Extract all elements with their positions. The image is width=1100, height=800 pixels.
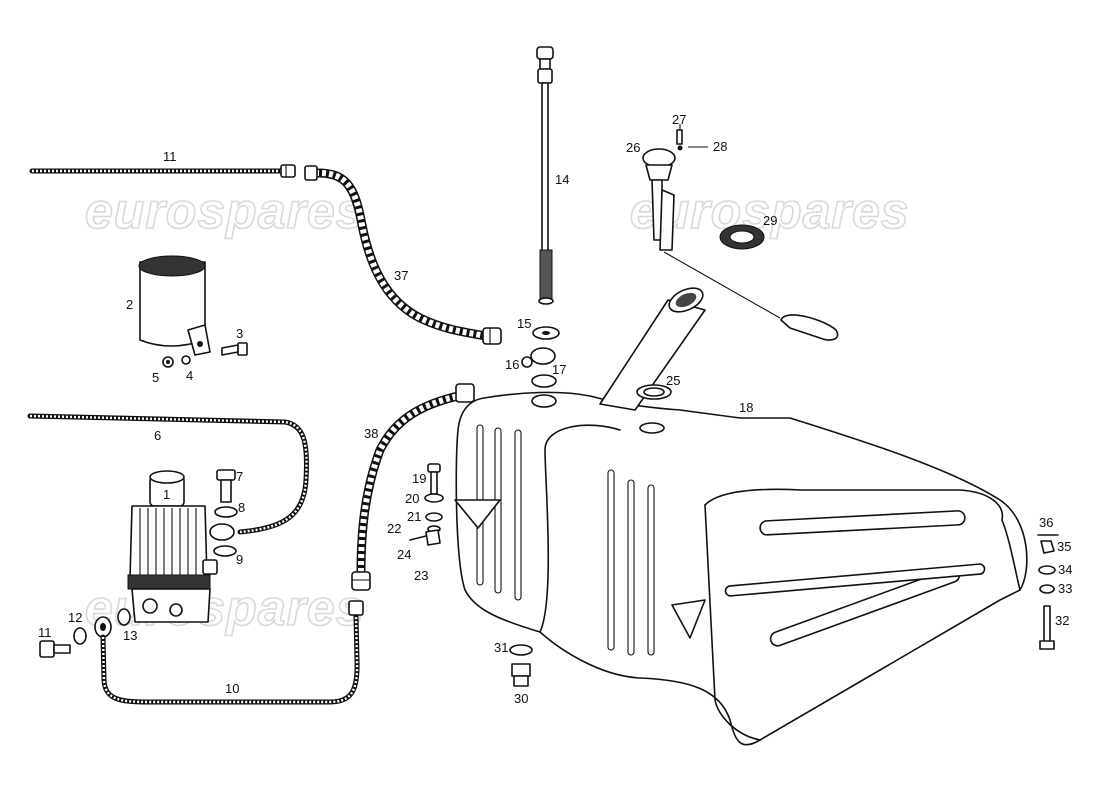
callout-7: 7 [236,469,243,484]
callout-6: 6 [154,428,161,443]
callout-3: 3 [236,326,243,341]
callout-13: 13 [123,628,137,643]
callout-30: 30 [514,691,528,706]
callout-20: 20 [405,491,419,506]
callout-4: 4 [186,368,193,383]
tank-mount-hardware [409,463,444,546]
callout-11-bottom: 11 [38,625,52,640]
callout-26: 26 [626,140,640,155]
callout-36: 36 [1039,515,1053,530]
watermark-top-right: eurospares [630,183,910,239]
clamp-hardware [162,342,248,368]
banjo-lower-hardware [39,608,131,658]
callout-5: 5 [152,370,159,385]
callout-11-top: 11 [163,149,177,164]
callout-12: 12 [68,610,82,625]
callout-28: 28 [713,139,727,154]
tank-strap-hardware [1037,534,1059,650]
callout-15: 15 [517,316,531,331]
callout-34: 34 [1058,562,1072,577]
callout-17: 17 [552,362,566,377]
fuel-line-6 [27,413,309,535]
callout-32: 32 [1055,613,1069,628]
callout-14: 14 [555,172,569,187]
banjo-fitting-hardware [209,469,238,557]
drain-plug [509,644,533,687]
callout-8: 8 [238,500,245,515]
callout-22: 22 [387,521,401,536]
flexible-hose-37 [304,165,502,345]
callout-16: 16 [505,357,519,372]
fuel-pump [127,470,218,623]
callout-9: 9 [236,552,243,567]
level-sender-unit [642,129,839,341]
clamp-band [138,255,211,356]
callout-37: 37 [394,268,408,283]
callout-2: 2 [126,297,133,312]
fuel-tank [454,287,1028,746]
callout-18: 18 [739,400,753,415]
callout-23: 23 [414,568,428,583]
fuel-line-10 [100,600,364,705]
callout-38: 38 [364,426,378,441]
sender-rod [536,46,554,305]
callout-19: 19 [412,471,426,486]
flexible-hose-38 [351,383,475,591]
callout-24: 24 [397,547,411,562]
callout-27: 27 [672,112,686,127]
callout-21: 21 [407,509,421,524]
callout-33: 33 [1058,581,1072,596]
watermark-top-left: eurospares [85,183,365,239]
sender-fittings [521,326,560,388]
callout-29: 29 [763,213,777,228]
filler-seal-25 [636,384,672,400]
callout-10: 10 [225,681,239,696]
callout-25: 25 [666,373,680,388]
callout-1: 1 [163,487,170,502]
callout-31: 31 [494,640,508,655]
callout-35: 35 [1057,539,1071,554]
fuel-line-top [29,164,296,178]
locking-ring-29 [719,224,765,250]
callout-labels: 1 2 3 4 5 6 7 8 9 10 11 11 12 13 14 15 1… [38,112,1072,706]
leader-lines [679,124,708,148]
